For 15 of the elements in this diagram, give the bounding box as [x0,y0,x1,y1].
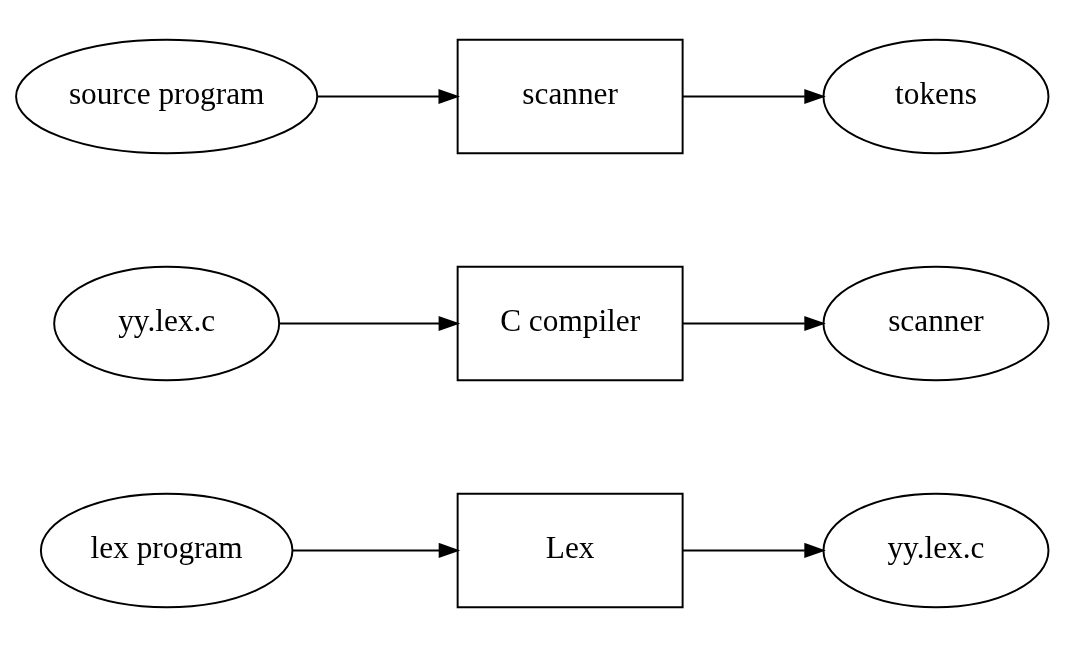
arrow [681,315,826,332]
arrow [681,542,826,558]
node-ellipse: yy.lex.c [53,265,281,382]
node-box: C compiler [456,265,684,382]
arrow [291,542,461,558]
node-ellipse: yy.lex.c [822,492,1050,609]
node-ellipse: source program [15,38,319,155]
node-box: Lex [456,492,684,609]
arrow [315,89,460,105]
arrow [681,89,826,105]
arrow [278,315,461,332]
node-ellipse: tokens [822,38,1050,155]
node-ellipse: scanner [822,265,1050,382]
node-box: scanner [456,38,684,155]
node-ellipse: lex program [39,492,294,609]
